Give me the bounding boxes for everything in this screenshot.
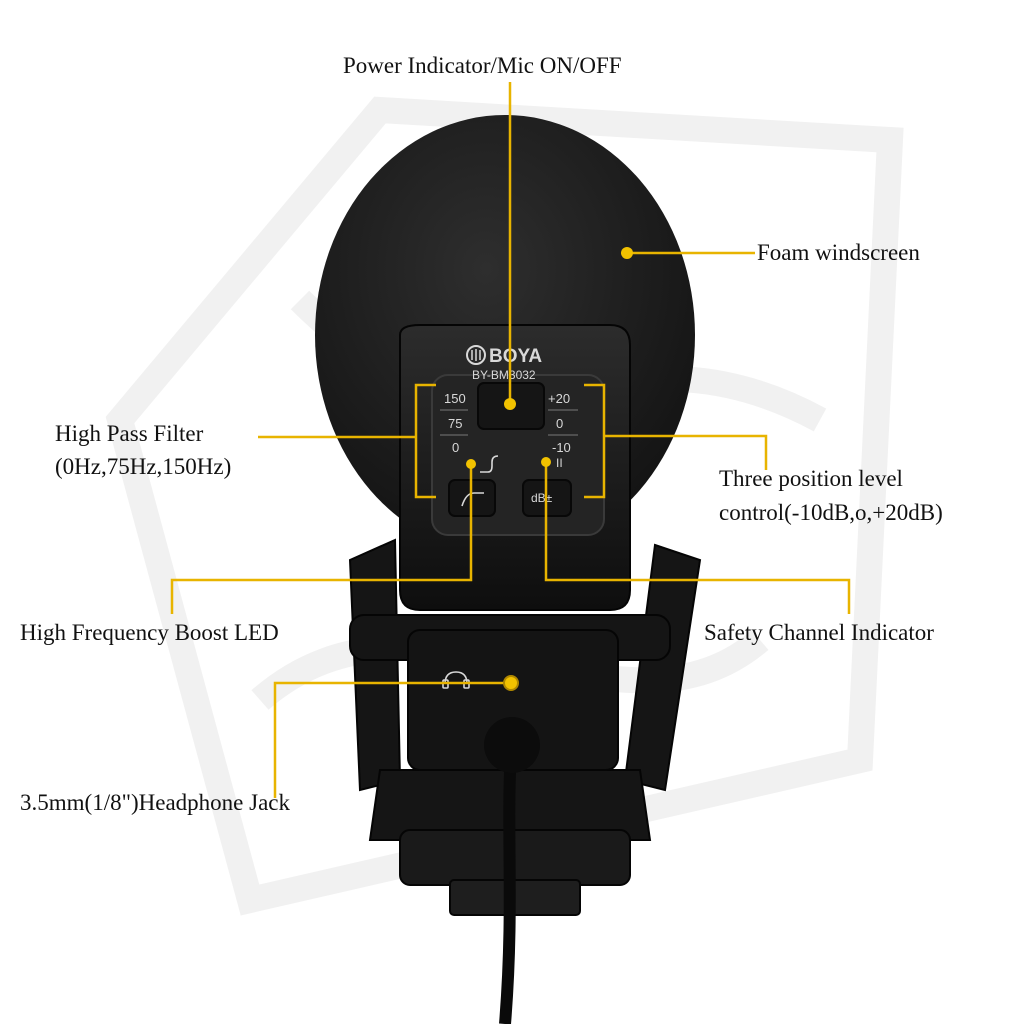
boya-logo-icon (466, 345, 486, 365)
label-foam-windscreen: Foam windscreen (757, 240, 920, 265)
hpf-bracket (414, 383, 436, 499)
high-frequency-boost-led (466, 459, 476, 469)
label-high-frequency-boost: High Frequency Boost LED (20, 620, 279, 645)
hpf-setting-75: 75 (448, 416, 462, 431)
level-bracket (584, 383, 606, 499)
level-setting-minus10: -10 (552, 440, 571, 455)
level-button-label: dB± (531, 491, 553, 505)
label-high-pass-filter-values: (0Hz,75Hz,150Hz) (55, 454, 232, 479)
cable-strain-relief (484, 717, 540, 773)
power-indicator-dot (504, 398, 516, 410)
label-high-pass-filter: High Pass Filter (55, 421, 204, 446)
model-number: BY-BM3032 (472, 368, 536, 382)
callout-dots (466, 247, 633, 691)
headphone-jack (503, 675, 519, 691)
safety-channel-led (541, 457, 551, 467)
level-setting-plus20: +20 (548, 391, 570, 406)
cable (499, 739, 518, 1024)
label-power-indicator: Power Indicator/Mic ON/OFF (343, 53, 622, 78)
label-safety-channel: Safety Channel Indicator (704, 620, 934, 645)
high-pass-filter-icon (461, 492, 484, 507)
high-boost-icon (480, 455, 499, 473)
label-level-control: Three position level (719, 466, 903, 491)
label-headphone-jack: 3.5mm(1/8")Headphone Jack (20, 790, 290, 815)
hpf-setting-0: 0 (452, 440, 459, 455)
foam-dot (621, 247, 633, 259)
callout-lines (170, 82, 851, 798)
brand-name: BOYA (489, 346, 542, 367)
safety-channel-icon: II (556, 456, 563, 470)
hpf-setting-150: 150 (444, 391, 466, 406)
level-setting-0: 0 (556, 416, 563, 431)
label-level-control-values: control(-10dB,o,+20dB) (719, 500, 943, 525)
